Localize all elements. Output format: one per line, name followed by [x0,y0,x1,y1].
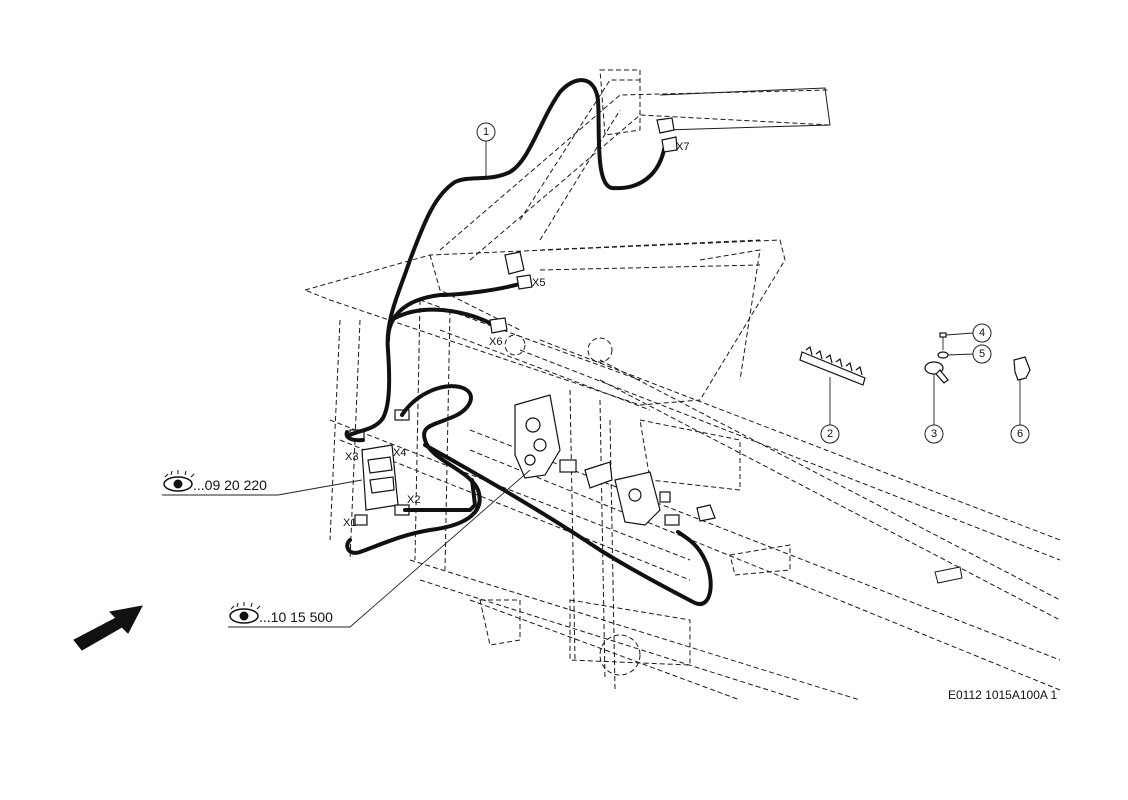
part-5-washer [937,351,949,359]
part-6-clip [1013,356,1031,381]
callout-1: 1 [476,122,496,142]
direction-arrow-icon [73,605,143,651]
callout-3: 3 [924,424,944,444]
hydraulic-hose [344,78,713,606]
eye-icon [229,602,261,624]
part-3-clamp [924,361,949,384]
svg-text:5: 5 [979,348,985,360]
connector-label-x2: X2 [407,494,420,506]
connector-labels: X7 X5 X6 X3 X4 X2 X1 [343,141,689,529]
reference-b-text: ...10 15 500 [259,609,333,625]
part-2-clamp-strip [799,345,866,386]
fittings [489,117,716,522]
callout-6: 6 [1010,424,1030,444]
connector-label-x5: X5 [532,277,545,289]
reference-a-text: ...09 20 220 [193,477,267,493]
valve-block-left [349,409,410,526]
connector-label-x3: X3 [345,451,358,463]
connector-label-x1: X1 [343,517,356,529]
connector-label-x7: X7 [676,141,689,153]
callout-2: 2 [820,424,840,444]
valve-block-center [514,394,577,479]
callout-4: 4 [972,323,992,343]
part-4-bolt [939,332,947,350]
machine-frame [303,69,1061,701]
callout-5: 5 [972,344,992,364]
reference-b[interactable]: ...10 15 500 [228,469,531,628]
svg-text:3: 3 [931,428,937,440]
svg-text:2: 2 [827,428,833,440]
connector-label-x6: X6 [489,336,502,348]
callout-leaders [485,141,1021,425]
eye-icon [163,470,195,492]
svg-text:6: 6 [1017,428,1023,440]
drawing-code: E0112 1015A100A 1 [948,688,1058,702]
svg-text:1: 1 [483,126,489,138]
valve-block-right [584,461,680,526]
svg-text:4: 4 [979,327,985,339]
reference-a[interactable]: ...09 20 220 [162,470,363,496]
connector-label-x4: X4 [393,447,406,459]
